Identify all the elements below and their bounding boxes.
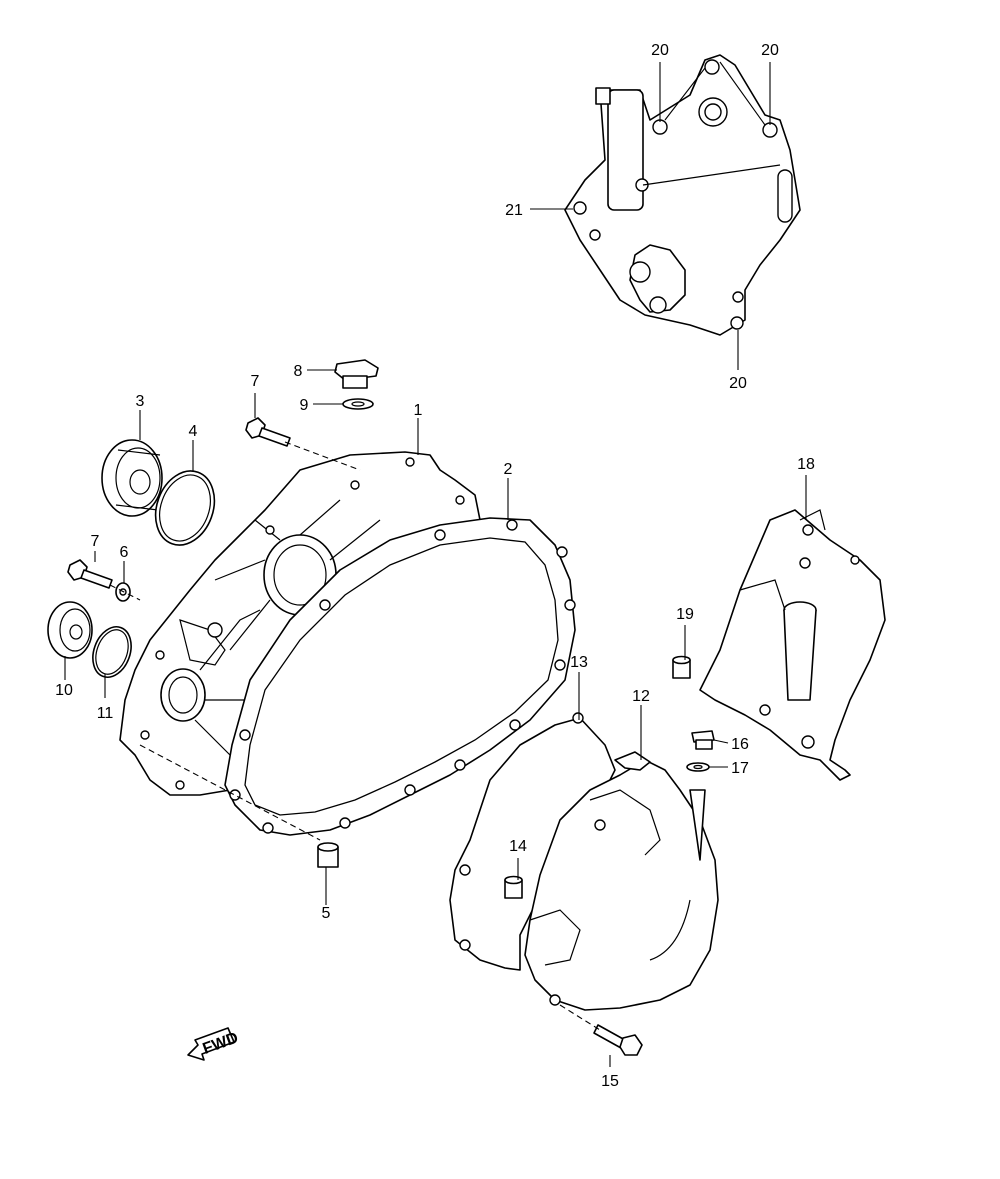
callout-8: 8 <box>294 363 303 380</box>
callout-20-left: 20 <box>651 42 669 59</box>
dowel-14 <box>504 875 523 899</box>
cap-10 <box>47 601 93 659</box>
callout-2: 2 <box>504 461 513 478</box>
callout-20-bottom: 20 <box>729 375 747 392</box>
callout-10: 10 <box>55 682 73 699</box>
bolt-15 <box>593 1024 643 1056</box>
dowel-19 <box>672 655 691 679</box>
callout-14: 14 <box>509 838 527 855</box>
callout-21: 21 <box>505 202 523 219</box>
callout-9: 9 <box>300 397 309 414</box>
gasket <box>224 517 576 836</box>
callout-19: 19 <box>676 606 694 623</box>
o-ring-11 <box>92 626 132 678</box>
callout-20-right: 20 <box>761 42 779 59</box>
washer-9 <box>342 398 374 410</box>
callout-6: 6 <box>120 544 129 561</box>
cap-3 <box>101 439 163 517</box>
callout-16: 16 <box>731 736 749 753</box>
dowel-5 <box>317 842 339 868</box>
callout-11: 11 <box>97 705 114 722</box>
clutch-cover-13 <box>449 712 719 1011</box>
callout-7-upper: 7 <box>251 373 260 390</box>
callout-1: 1 <box>414 402 423 419</box>
washer-17 <box>686 762 710 772</box>
callout-17: 17 <box>731 760 749 777</box>
plug-16 <box>691 730 715 750</box>
callout-12: 12 <box>632 688 650 705</box>
small-cover <box>564 54 801 336</box>
callout-4: 4 <box>189 423 198 440</box>
callout-3: 3 <box>136 393 145 410</box>
o-ring-4 <box>154 470 216 546</box>
fwd-arrow-icon: FWD <box>187 1027 241 1061</box>
callout-7-lower: 7 <box>91 533 100 550</box>
fwd-label: FWD <box>201 1030 241 1058</box>
callout-15: 15 <box>601 1073 619 1090</box>
callout-13: 13 <box>570 654 588 671</box>
callout-5: 5 <box>322 905 331 922</box>
housing-18 <box>699 509 886 781</box>
bolt-7-upper <box>245 417 291 447</box>
plug-8 <box>334 359 379 389</box>
callout-18: 18 <box>797 456 815 473</box>
bolt-7-lower <box>67 559 113 589</box>
